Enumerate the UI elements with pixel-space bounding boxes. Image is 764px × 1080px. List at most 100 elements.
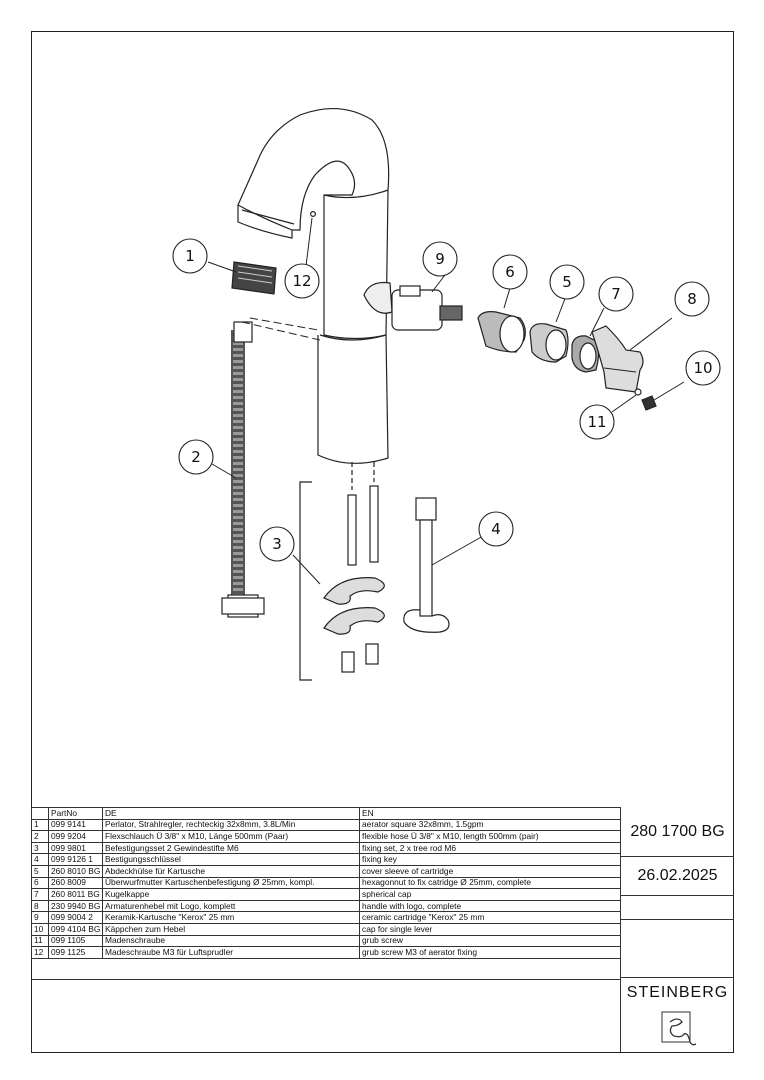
cell-partno: 260 8009 bbox=[48, 876, 103, 890]
cell-partno: 099 9141 bbox=[48, 818, 103, 832]
title-block: 280 1700 BG 26.02.2025 STEINBERG bbox=[620, 807, 734, 1053]
callout-label-7: 7 bbox=[611, 285, 621, 303]
cell-pos: 7 bbox=[31, 888, 49, 901]
callout-5 bbox=[549, 264, 585, 300]
cell-de: Keramik-Kartusche "Kerox" 25 mm bbox=[102, 911, 360, 924]
cell-de: Bestigungsschlüssel bbox=[102, 853, 360, 866]
callout-label-6: 6 bbox=[505, 263, 515, 281]
callout-label-10: 10 bbox=[693, 359, 712, 377]
cell-partno: 099 1125 bbox=[48, 946, 103, 959]
callout-label-3: 3 bbox=[272, 535, 282, 553]
aerator-part-1 bbox=[231, 261, 277, 295]
cell-pos: 5 bbox=[31, 864, 49, 878]
cell-partno: 099 1105 bbox=[48, 934, 103, 948]
blank-cell bbox=[621, 896, 734, 920]
cell-partno: 099 9126 1 bbox=[48, 853, 103, 866]
cell-de: Überwurfmutter Kartuschenbefestigung Ø 2… bbox=[102, 876, 360, 890]
brand-logo-icon bbox=[661, 1011, 696, 1045]
cell-pos: 12 bbox=[31, 946, 49, 959]
cell-pos: 2 bbox=[31, 830, 49, 843]
header-en: EN bbox=[359, 807, 621, 820]
callout-7 bbox=[598, 276, 634, 312]
cell-de: Perlator, Strahlregler, rechteckig 32x8m… bbox=[102, 818, 360, 832]
date-cell: 26.02.2025 bbox=[621, 857, 734, 896]
callout-label-9: 9 bbox=[435, 250, 445, 268]
drawing-sheet-border bbox=[31, 31, 734, 1053]
brand-cell: STEINBERG bbox=[621, 978, 734, 1053]
callout-10 bbox=[685, 350, 721, 386]
cell-pos: 1 bbox=[31, 818, 49, 832]
cell-pos: 11 bbox=[31, 934, 49, 948]
callout-label-4: 4 bbox=[491, 520, 501, 538]
cell-de: Kugelkappe bbox=[102, 888, 360, 901]
cell-en: aerator square 32x8mm, 1.5gpm bbox=[359, 818, 621, 832]
cell-de: Flexschlauch Ü 3/8" x M10, Länge 500mm (… bbox=[102, 830, 360, 843]
cell-pos: 8 bbox=[31, 899, 49, 913]
cell-en: grub screw bbox=[359, 934, 621, 948]
table-footer-area bbox=[31, 979, 620, 1053]
callout-1 bbox=[172, 238, 208, 274]
cell-en: handle with logo, complete bbox=[359, 899, 621, 913]
brand-name: STEINBERG bbox=[626, 983, 729, 1001]
callout-label-8: 8 bbox=[687, 290, 697, 308]
blank-cell bbox=[621, 920, 734, 978]
callout-8 bbox=[674, 281, 710, 317]
doc-number-cell: 280 1700 BG bbox=[621, 807, 734, 857]
cap-part-10 bbox=[641, 381, 685, 411]
callout-4 bbox=[478, 511, 514, 547]
callout-label-1: 1 bbox=[185, 247, 195, 265]
flexible-hose-part-2 bbox=[221, 317, 321, 618]
cell-pos: 10 bbox=[31, 922, 49, 936]
cell-en: fixing set, 2 x tree rod M6 bbox=[359, 841, 621, 855]
callout-6 bbox=[492, 254, 528, 290]
cell-en: ceramic cartridge "Kerox" 25 mm bbox=[359, 911, 621, 924]
header-partno: PartNo bbox=[48, 807, 103, 820]
fixing-key-part-4 bbox=[403, 497, 491, 633]
cell-en: fixing key bbox=[359, 853, 621, 866]
cell-de: Armaturenhebel mit Logo, komplett bbox=[102, 899, 360, 913]
cell-de: Madenschraube bbox=[102, 934, 360, 948]
cell-de: Käppchen zum Hebel bbox=[102, 922, 360, 936]
cell-en: spherical cap bbox=[359, 888, 621, 901]
cell-pos: 6 bbox=[31, 876, 49, 890]
callout-12 bbox=[284, 263, 320, 299]
callout-9 bbox=[422, 241, 458, 277]
callout-label-11: 11 bbox=[587, 413, 606, 431]
grub-screw-part-11 bbox=[611, 388, 642, 413]
cell-pos: 4 bbox=[31, 853, 49, 866]
cell-partno: 099 4104 BG bbox=[48, 922, 103, 936]
header-de: DE bbox=[102, 807, 360, 820]
cell-pos: 9 bbox=[31, 911, 49, 924]
document-date: 26.02.2025 bbox=[637, 867, 718, 884]
exploded-view-drawing: 1 2 3 4 5 6 7 8 9 10 11 12 bbox=[172, 107, 721, 681]
cell-partno: 260 8010 BG bbox=[48, 864, 103, 878]
cover-sleeve-part-5 bbox=[529, 295, 569, 363]
cell-partno: 230 9940 BG bbox=[48, 899, 103, 913]
header-pos bbox=[31, 807, 49, 820]
cell-partno: 099 9004 2 bbox=[48, 911, 103, 924]
cell-partno: 099 9204 bbox=[48, 830, 103, 843]
handle-part-8 bbox=[591, 317, 673, 393]
cell-de: Befestigungsset 2 Gewindestifte M6 bbox=[102, 841, 360, 855]
document-number: 280 1700 BG bbox=[630, 822, 725, 840]
cell-de: Abdeckhülse für Kartusche bbox=[102, 864, 360, 878]
callout-label-12: 12 bbox=[292, 272, 311, 290]
cell-de: Madeschraube M3 für Luftsprudler bbox=[102, 946, 360, 959]
cell-en: hexagonnut to fix catridge Ø 25mm, compl… bbox=[359, 876, 621, 890]
hexagon-nut-part-6 bbox=[477, 287, 526, 353]
cell-partno: 260 8011 BG bbox=[48, 888, 103, 901]
callout-3 bbox=[259, 526, 295, 562]
spherical-cap-part-7 bbox=[571, 307, 605, 373]
